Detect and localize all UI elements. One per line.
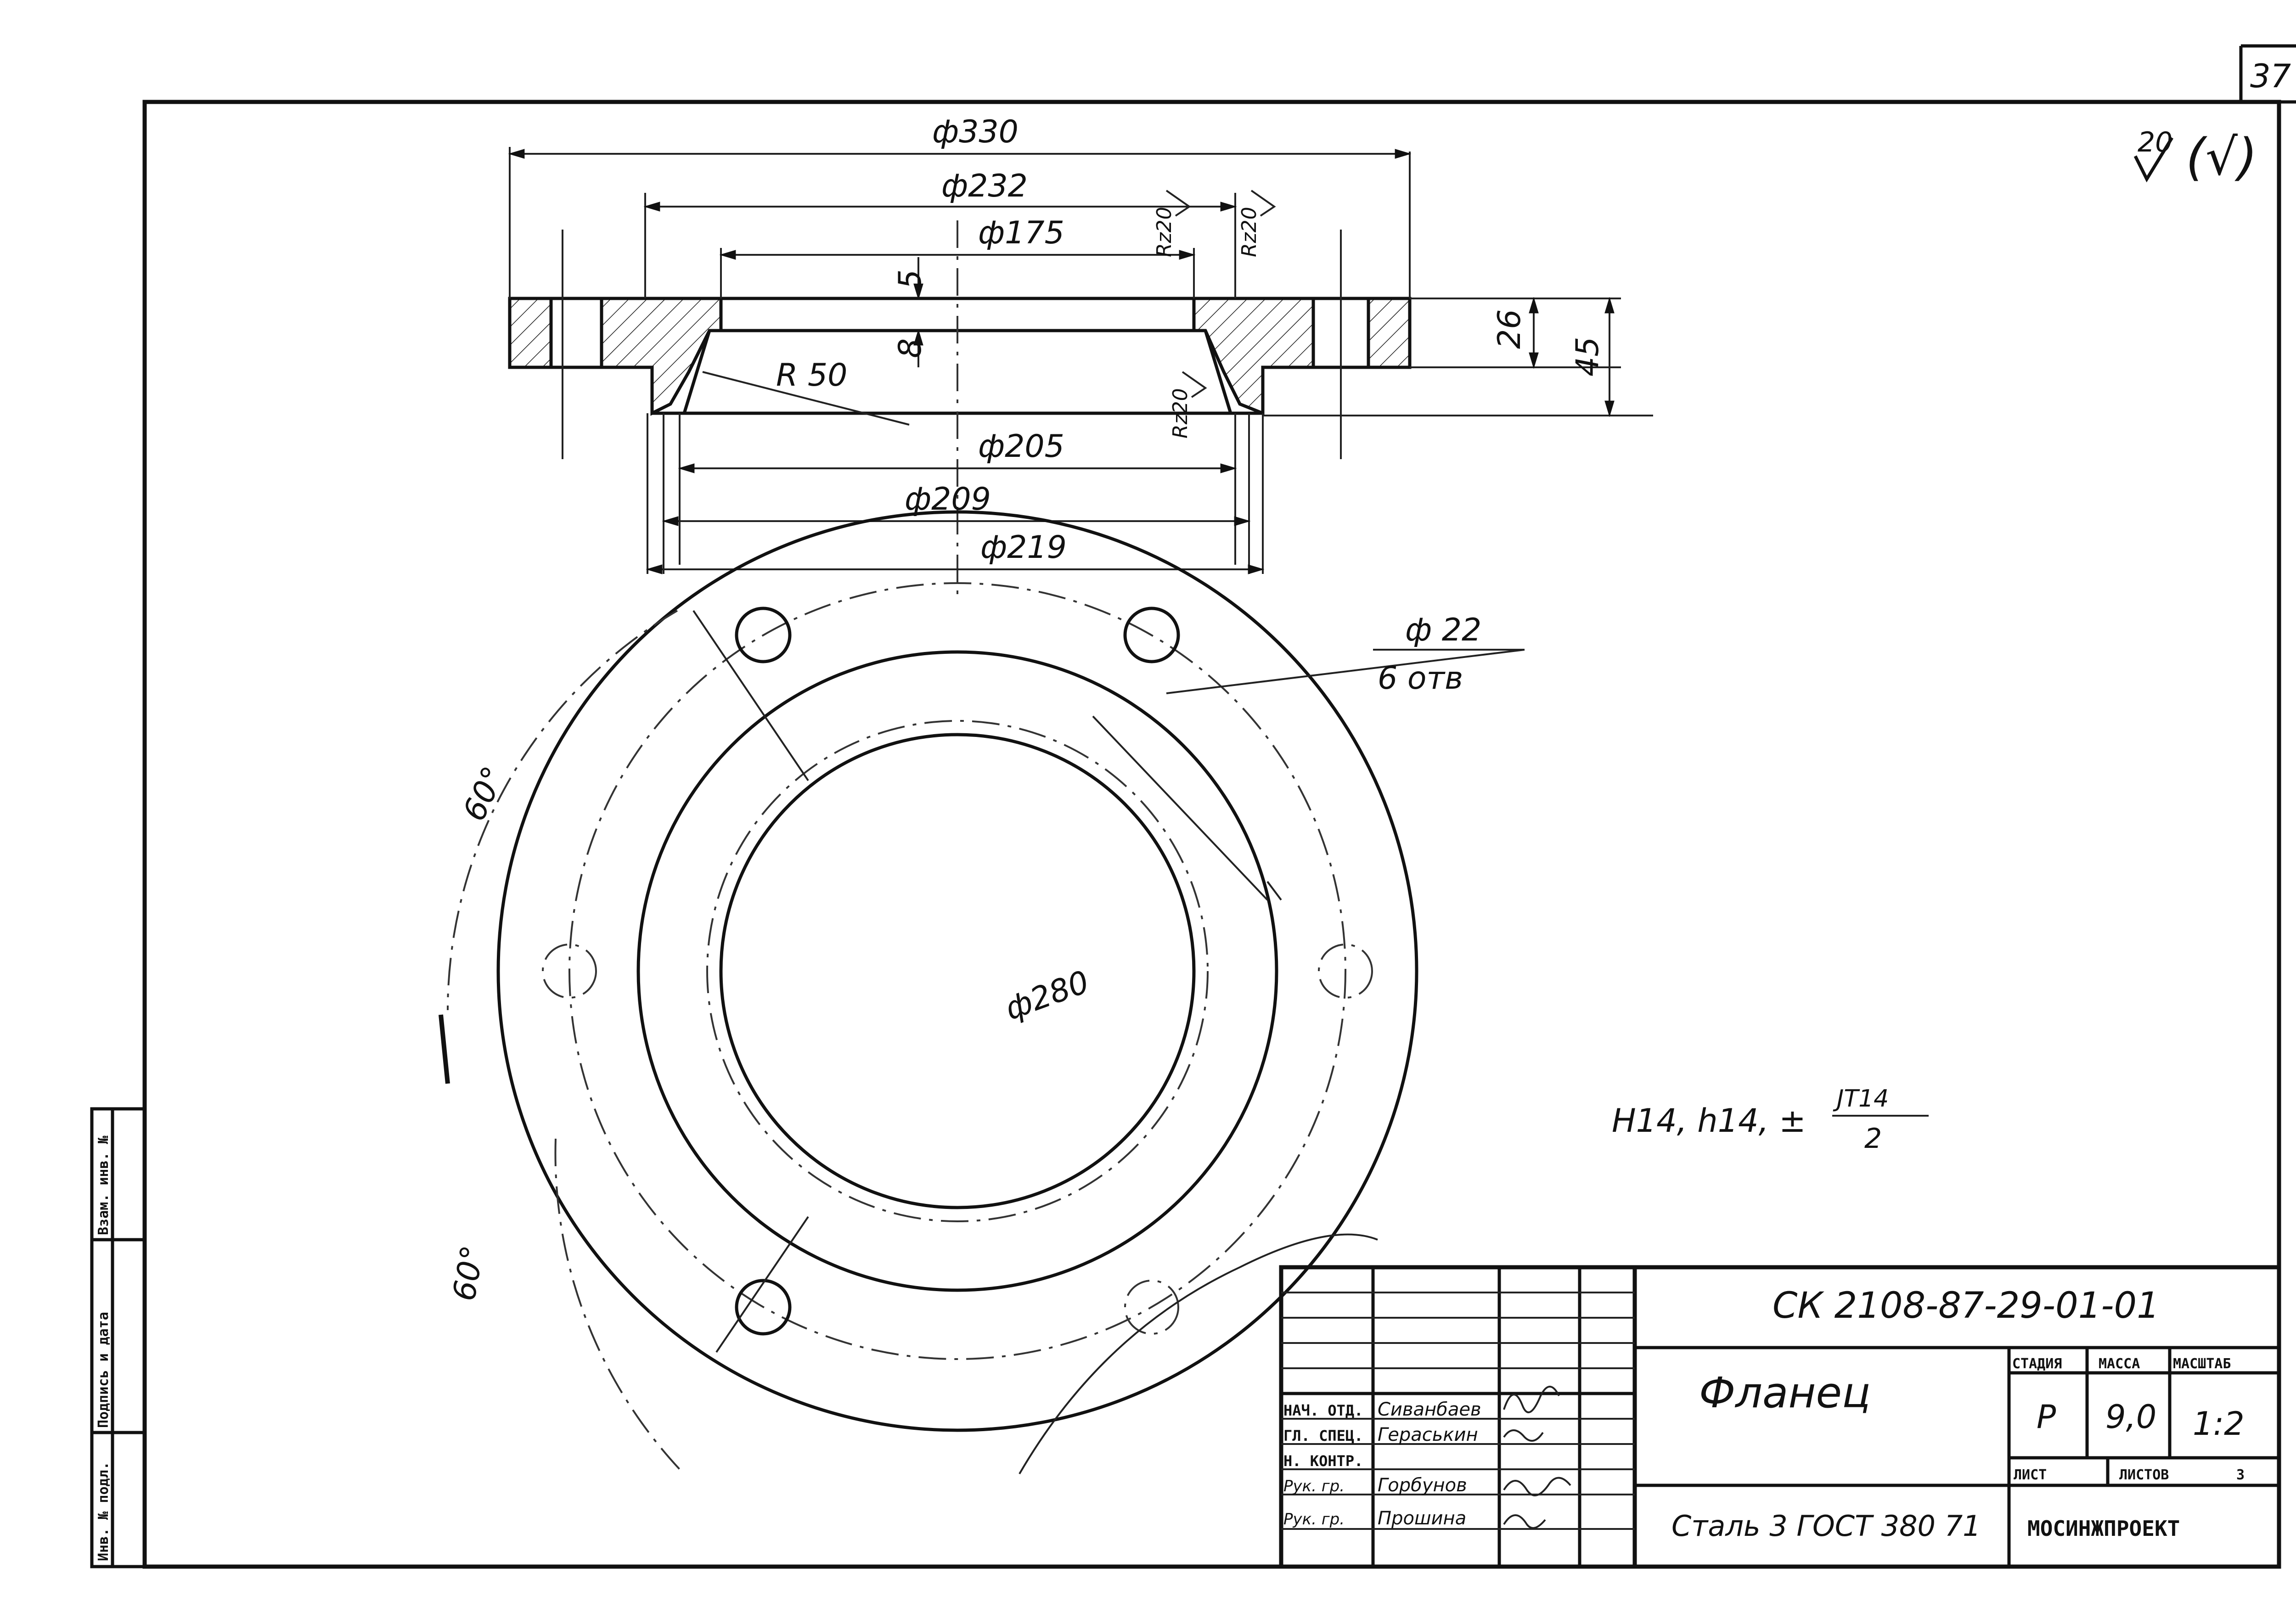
role-2-name: Гераськин <box>1378 1424 1478 1445</box>
plan-view: 60° 60° ф 22 6 отв ф280 <box>439 510 1525 1470</box>
svg-text:Rz20: Rz20 <box>1153 207 1176 257</box>
angle-arc-top <box>447 610 678 1011</box>
tolerance-fraction-top: JT14 <box>1833 1085 1889 1113</box>
dim-r50: R 50 <box>776 357 847 393</box>
stage-header: СТАДИЯ <box>2012 1356 2062 1372</box>
dim-h45: 45 <box>1570 337 1606 376</box>
mass-value: 9,0 <box>2105 1398 2156 1436</box>
dim-h26: 26 <box>1491 309 1528 349</box>
role-4: Рук. гр. <box>1283 1477 1345 1495</box>
side-stamp-cell-1: Взам. инв. № <box>96 1135 112 1235</box>
bolt-hole <box>1123 607 1180 663</box>
title-block: НАЧ. ОТД. Сиванбаев ГЛ. СПЕЦ. Гераськин … <box>1279 1265 2281 1569</box>
material: Сталь 3 ГОСТ 380 71 <box>1671 1509 1981 1543</box>
role-1: НАЧ. ОТД. <box>1283 1402 1363 1419</box>
document-code: СК 2108-87-29-01-01 <box>1773 1285 2160 1326</box>
organization: МОСИНЖПРОЕКТ <box>2027 1516 2180 1541</box>
dim-d219: ф219 <box>980 529 1067 566</box>
bore-circle <box>719 733 1196 1209</box>
svg-text:Rz20: Rz20 <box>1238 207 1261 257</box>
bolt-hole <box>735 1279 792 1336</box>
dim-d330: ф330 <box>932 114 1019 150</box>
sheets-label: ЛИСТОВ <box>2119 1467 2169 1483</box>
page-number: 37 <box>2250 57 2291 95</box>
roughness-general-mark: 20 (√) <box>2133 126 2257 186</box>
sheet-label: ЛИСТ <box>2014 1467 2047 1483</box>
dim-h5: 5 <box>892 270 929 289</box>
bolt-hole <box>1318 944 1373 999</box>
role-5: Рук. гр. <box>1283 1510 1345 1528</box>
side-stamp-cell-2: Подпись и дата <box>96 1312 112 1428</box>
bolt-hole <box>735 607 792 663</box>
bolt-hole <box>542 944 597 999</box>
roughness-mark-3: Rz20 <box>1169 371 1207 438</box>
signatures <box>1503 1386 1571 1529</box>
bolt-hole <box>1124 1280 1179 1335</box>
section-view: ф330 ф232 ф175 ф205 ф209 ф219 5 8 26 45 … <box>508 114 1653 597</box>
dim-h8: 8 <box>892 338 929 358</box>
mass-header: МАССА <box>2099 1356 2140 1372</box>
part-name: Фланец <box>1699 1368 1871 1417</box>
hub-circle <box>636 650 1278 1292</box>
tolerance-text: H14, h14, ± <box>1612 1102 1806 1140</box>
sheets-value: 3 <box>2236 1467 2245 1483</box>
role-2: ГЛ. СПЕЦ. <box>1283 1427 1363 1444</box>
flange-section-right-outer <box>1367 297 1412 369</box>
stage-value: Р <box>2037 1398 2056 1436</box>
hole-note-count: 6 отв <box>1378 660 1463 697</box>
roughness-general-bracket: (√) <box>2186 128 2257 186</box>
side-stamp: Взам. инв. № Подпись и дата Инв. № подл. <box>90 1107 146 1568</box>
flange-outer-circle <box>496 510 1418 1432</box>
bolt-circle-label: ф280 <box>1001 964 1094 1028</box>
role-1-name: Сиванбаев <box>1378 1399 1481 1420</box>
scale-header: МАСШТАБ <box>2173 1356 2231 1372</box>
roughness-general-value: 20 <box>2138 126 2172 158</box>
dim-d205: ф205 <box>978 428 1064 465</box>
flange-section-left-outer <box>508 297 553 369</box>
angle-top: 60° <box>456 761 512 827</box>
sheet-frame <box>142 100 2281 1569</box>
dim-d175: ф175 <box>978 215 1064 251</box>
role-4-name: Горбунов <box>1378 1475 1467 1496</box>
role-5-name: Прошина <box>1378 1508 1466 1529</box>
bore-dash-circle <box>706 720 1209 1222</box>
svg-text:Rz20: Rz20 <box>1169 388 1192 438</box>
side-stamp-cell-3: Инв. № подл. <box>96 1461 112 1561</box>
tolerance-fraction-bottom: 2 <box>1864 1123 1882 1155</box>
dim-d232: ф232 <box>941 168 1028 204</box>
flange-section-left-hub <box>600 297 723 416</box>
sketch-curve <box>1019 1233 1378 1475</box>
angle-arc-bottom <box>554 1138 681 1470</box>
hole-note-diameter: ф 22 <box>1405 612 1481 648</box>
roughness-mark-1: Rz20 <box>1153 190 1191 257</box>
tolerance-note: H14, h14, ± JT14 2 <box>1612 1085 1929 1155</box>
roughness-mark-2: Rz20 <box>1238 190 1276 257</box>
scale-value: 1:2 <box>2193 1405 2245 1443</box>
role-3: Н. КОНТР. <box>1283 1452 1363 1470</box>
page-number-box: 37 <box>2239 44 2296 104</box>
angle-bottom: 60° <box>446 1243 491 1304</box>
bolt-circle <box>568 582 1346 1360</box>
